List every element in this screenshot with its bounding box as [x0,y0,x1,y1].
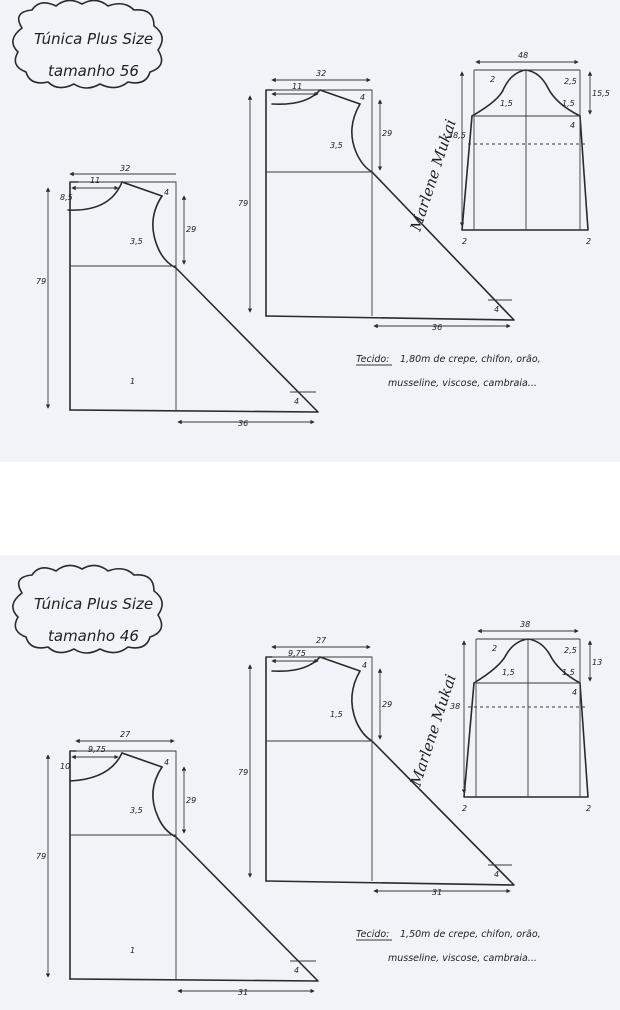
sleeve-width: 38 [520,620,530,629]
sleeve-length: 38 [450,702,460,711]
title-line-1: Túnica Plus Size [34,595,153,613]
small-front-width: 32 [120,164,130,173]
large-front-neck: 9,75 [288,649,306,658]
large-front-shoulder: 4 [362,661,367,670]
sleeve-cap-right: 2,5 [564,77,577,86]
fabric-line-2: musseline, viscose, cambraia... [388,378,537,389]
large-front-length: 79 [238,768,248,777]
small-front-corner: 4 [294,966,299,975]
fabric-label: Tecido: [356,929,389,940]
fabric-label: Tecido: [356,354,389,365]
sleeve-curve-right: 1,5 [562,668,575,677]
large-front-piece: 27 9,75 4 29 1,5 79 31 4 [238,636,515,897]
large-front-corner: 4 [494,870,499,879]
sleeve-hem-right: 2 [586,237,591,246]
small-front-neck: 11 [90,176,100,185]
fabric-line-2: musseline, viscose, cambraia... [388,953,537,964]
sleeve-curve-left: 1,5 [502,668,515,677]
fabric-line-1: 1,80m de crepe, chifon, orão, [400,354,541,365]
sleeve-cap-height: 13 [592,658,602,667]
sleeve-hem-left: 2 [462,237,467,246]
sleeve-hem-right: 2 [586,804,591,813]
large-front-armhole-curve: 1,5 [330,710,343,719]
signature: Marlene Mukai [406,672,459,789]
small-front-neck-drop: 8,5 [60,193,73,202]
small-front-width: 27 [120,730,131,739]
small-front-armhole-curve: 3,5 [130,806,143,815]
sleeve-cap-left: 2 [492,644,497,653]
large-front-armhole-depth: 29 [382,700,392,709]
large-front-armhole-curve: 3,5 [330,141,343,150]
small-front-center: 1 [130,946,135,955]
large-front-width: 32 [316,69,326,78]
sleeve-hem-left: 2 [462,804,467,813]
sleeve-cap-right: 2,5 [564,646,577,655]
sleeve-length: 38,5 [448,131,466,140]
pattern-card-size-56: Túnica Plus Size tamanho 56 32 11 8,5 4 … [0,0,620,462]
small-front-piece: 32 11 8,5 4 29 3,5 79 36 4 1 [36,164,319,428]
sleeve-piece: 48 2 2,5 1,5 1,5 15,5 38,5 4 2 2 [448,51,610,246]
sleeve-cap-left: 2 [490,75,495,84]
large-front-piece: 32 11 4 29 3,5 79 36 4 [238,69,515,332]
sleeve-shoulder: 4 [570,121,575,130]
small-front-armhole-curve: 3,5 [130,237,143,246]
fabric-note: Tecido: 1,50m de crepe, chifon, orão, mu… [356,929,541,964]
large-front-armhole-depth: 29 [382,129,392,138]
small-front-hem: 31 [238,988,248,997]
small-front-neck-drop: 10 [60,762,70,771]
title-line-2: tamanho 56 [48,62,139,80]
large-front-width: 27 [316,636,327,645]
sleeve-curve-right: 1,5 [562,99,575,108]
pattern-diagram-size-56: Túnica Plus Size tamanho 56 32 11 8,5 4 … [12,0,610,428]
pattern-card-size-46: Túnica Plus Size tamanho 46 27 9,75 10 4… [0,555,620,1010]
small-front-hem: 36 [238,419,248,428]
large-front-shoulder: 4 [360,93,365,102]
small-front-armhole-depth: 29 [186,225,196,234]
title-cloud: Túnica Plus Size tamanho 56 [12,0,163,89]
large-front-hem: 36 [432,323,442,332]
small-front-length: 79 [36,852,46,861]
title-cloud: Túnica Plus Size tamanho 46 [12,564,163,654]
pattern-diagram-size-46: Túnica Plus Size tamanho 46 27 9,75 10 4… [12,564,602,997]
small-front-neck: 9,75 [88,745,106,754]
large-front-neck: 11 [292,82,302,91]
large-front-corner: 4 [494,305,499,314]
sleeve-shoulder: 4 [572,688,577,697]
fabric-line-1: 1,50m de crepe, chifon, orão, [400,929,541,940]
sleeve-piece: 38 2 2,5 1,5 1,5 13 38 4 2 2 [450,620,602,813]
title-line-1: Túnica Plus Size [34,30,153,48]
small-front-length: 79 [36,277,46,286]
small-front-shoulder: 4 [164,758,169,767]
title-line-2: tamanho 46 [48,627,139,645]
sleeve-width: 48 [518,51,528,60]
large-front-length: 79 [238,199,248,208]
sleeve-cap-height: 15,5 [592,89,610,98]
large-front-hem: 31 [432,888,442,897]
small-front-armhole-depth: 29 [186,796,196,805]
small-front-piece: 27 9,75 10 4 29 3,5 79 31 4 1 [36,730,319,997]
fabric-note: Tecido: 1,80m de crepe, chifon, orão, mu… [356,354,541,389]
small-front-shoulder: 4 [164,188,169,197]
small-front-center: 1 [130,377,135,386]
small-front-corner: 4 [294,397,299,406]
sleeve-curve-left: 1,5 [500,99,513,108]
